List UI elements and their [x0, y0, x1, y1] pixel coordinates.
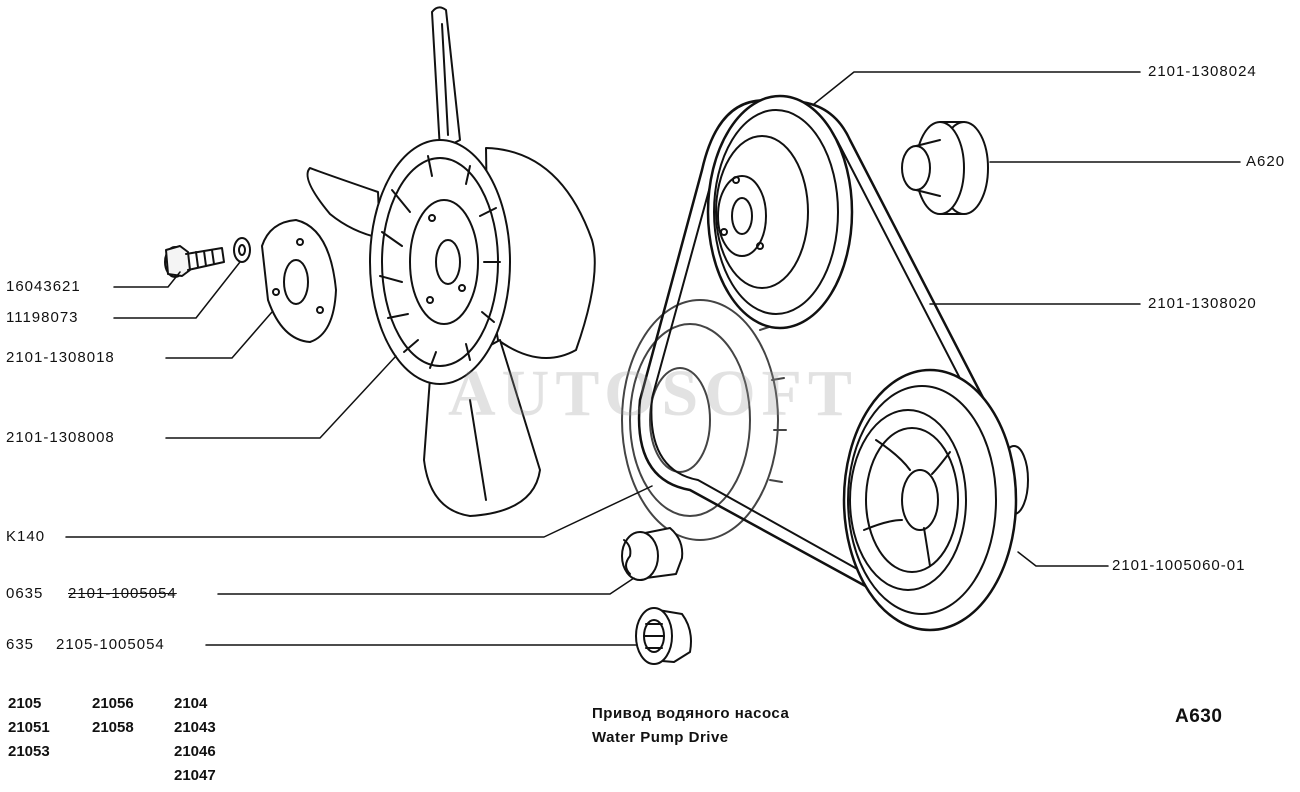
upper-pulley-part: [706, 94, 854, 330]
model-item: 21043: [174, 719, 216, 736]
fan-part: [306, 6, 596, 517]
figure-caption: Привод водяного насоса Water Pump Drive: [592, 702, 789, 750]
model-item: 2105: [8, 695, 42, 712]
leader-lines: [65, 71, 1241, 646]
label-fan-nut: 2101-1308024: [1148, 63, 1257, 80]
model-item: 2104: [174, 695, 208, 712]
label-crank-pulley: 2101-1005060-01: [1112, 557, 1246, 574]
label-nut-prefix: 635: [6, 636, 35, 653]
model-column-1: 2105 21051 21053: [8, 692, 50, 764]
figure-code: A630: [1175, 706, 1223, 727]
model-item: 21051: [8, 719, 50, 736]
label-hub-plate: 2101-1308018: [6, 349, 115, 366]
model-item: 21058: [92, 719, 134, 736]
model-item: 21053: [8, 743, 50, 760]
label-nut-part: 2105-1005054: [56, 636, 165, 653]
model-column-2: 21056 21058: [92, 692, 134, 740]
label-k140: K140: [6, 528, 46, 545]
ratchet-part: [621, 527, 684, 581]
hub-plate-part: [261, 219, 337, 343]
model-item: 21046: [174, 743, 216, 760]
water-pump-pulley-part: [621, 299, 787, 541]
label-bolt: 16043621: [6, 278, 81, 295]
model-item: 21047: [174, 767, 216, 784]
crankshaft-pulley-part: [842, 368, 1029, 632]
label-a620: A620: [1246, 153, 1286, 170]
label-fan: 2101-1308008: [6, 429, 115, 446]
label-ratchet-prefix: 0635: [6, 585, 44, 602]
label-ratchet-part: 2101-1005054: [68, 585, 177, 602]
washer-part: [233, 237, 251, 263]
model-column-3: 2104 21043 21046 21047: [174, 692, 216, 788]
caption-english: Water Pump Drive: [592, 729, 729, 746]
label-washer: 11198073: [6, 309, 79, 326]
model-item: 21056: [92, 695, 134, 712]
bolt-part: [164, 245, 225, 278]
a620-nut-part: [901, 121, 989, 215]
label-belt: 2101-1308020: [1148, 295, 1257, 312]
nut-2105-part: [635, 607, 692, 665]
caption-russian: Привод водяного насоса: [592, 705, 790, 722]
